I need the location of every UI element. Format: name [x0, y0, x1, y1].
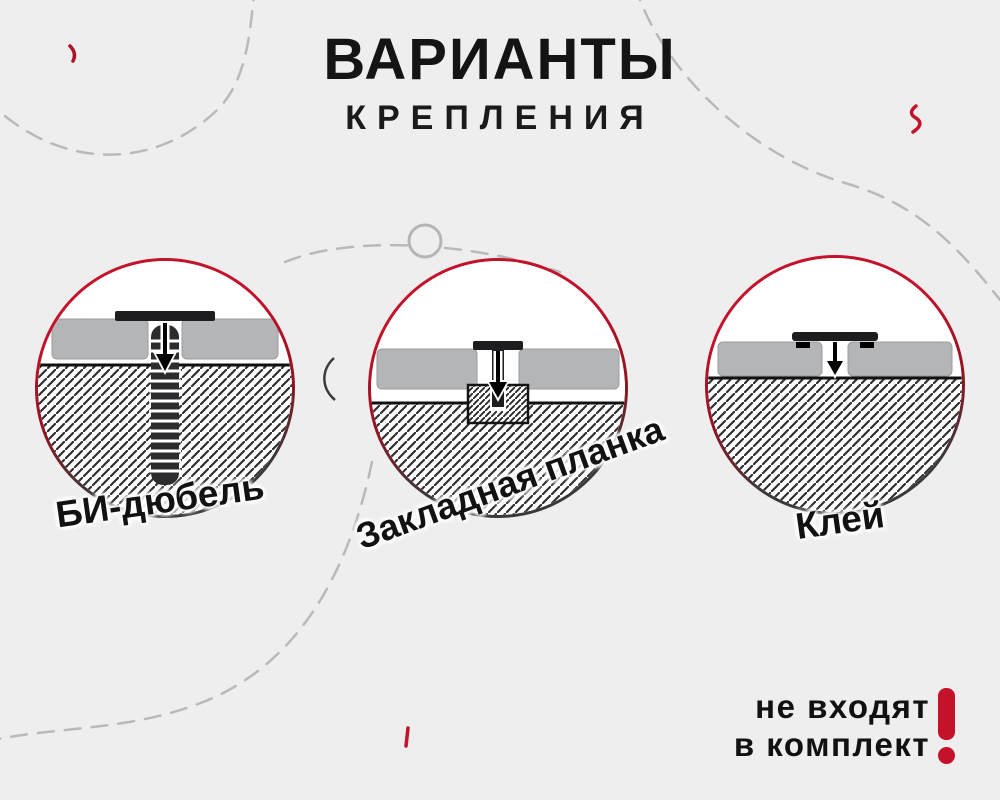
exclamation-icon — [938, 688, 956, 766]
option-glue — [705, 255, 965, 515]
exclamation-dot — [938, 747, 955, 764]
red-tick-ornament-top-left — [68, 44, 77, 63]
page-subtitle: КРЕПЛЕНИЯ — [345, 98, 655, 137]
title-block: ВАРИАНТЫ КРЕПЛЕНИЯ — [0, 0, 1000, 138]
footnote-line2: в комплект — [733, 726, 930, 763]
glue-diagram — [708, 258, 962, 512]
circle-outline-ornament — [407, 223, 443, 259]
page-title: ВАРИАНТЫ — [323, 27, 677, 92]
option-bi-dowel — [35, 258, 295, 518]
exclamation-bar — [938, 688, 955, 740]
red-tick-ornament-bottom — [404, 726, 410, 748]
footnote: не входят в комплект — [640, 688, 930, 764]
footnote-line1: не входят — [755, 688, 930, 725]
paren-arc-ornament — [323, 357, 336, 401]
red-squiggle-ornament — [909, 104, 922, 134]
option-ring — [705, 255, 965, 515]
option-mounting-plank — [368, 258, 628, 518]
option-circle — [708, 258, 962, 512]
